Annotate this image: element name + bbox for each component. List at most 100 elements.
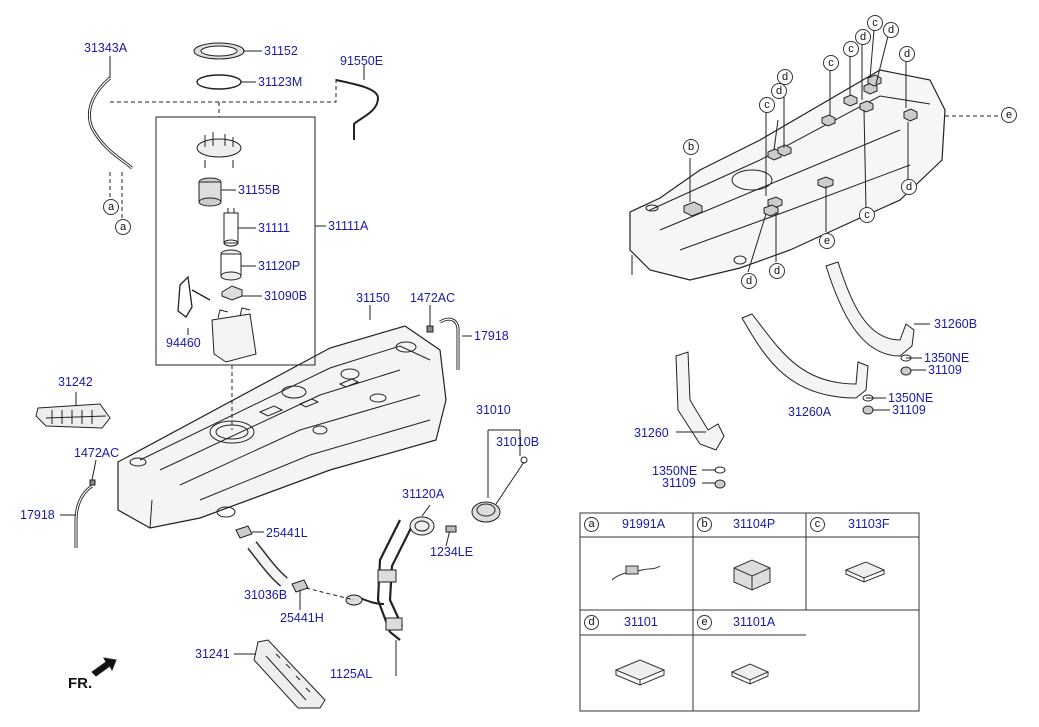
ref-d: d [899, 46, 915, 62]
label-1472AC-left[interactable]: 1472AC [74, 446, 120, 460]
label-94460[interactable]: 94460 [166, 336, 201, 350]
legend-part-91991A[interactable]: 91991A [622, 517, 666, 531]
ref-d: d [771, 83, 787, 99]
label-31155B[interactable]: 31155B [238, 183, 281, 197]
filler-neck-31120A[interactable] [345, 516, 435, 641]
ref-c: c [859, 207, 875, 223]
nut-31109-c[interactable] [714, 479, 726, 489]
strainer-31120P[interactable] [220, 249, 242, 281]
label-31090B[interactable]: 31090B [264, 289, 308, 303]
label-17918-top[interactable]: 17918 [474, 329, 509, 343]
label-1350NE-c[interactable]: 1350NE [652, 464, 698, 478]
reservoir[interactable] [211, 307, 257, 363]
ref-c: c [823, 55, 839, 71]
label-91550E[interactable]: 91550E [340, 54, 384, 68]
bolt-1234LE[interactable] [445, 525, 457, 533]
harness-91550E[interactable] [335, 79, 380, 140]
front-direction-label: FR. [68, 675, 93, 692]
label-31242[interactable]: 31242 [58, 375, 93, 389]
nut-31109-a[interactable] [900, 366, 912, 376]
right-fuel-tank[interactable] [629, 69, 946, 281]
ref-c: c [759, 97, 775, 113]
label-31120P[interactable]: 31120P [258, 259, 301, 273]
hose-31036B[interactable] [247, 541, 288, 587]
label-31150[interactable]: 31150 [356, 291, 390, 305]
nut-31109-b[interactable] [862, 405, 874, 415]
label-1472AC-top[interactable]: 1472AC [410, 291, 456, 305]
legend-key-b: b [697, 517, 712, 532]
legend-key-a: a [584, 517, 599, 532]
ref-e: e [819, 233, 835, 249]
ref-a: a [103, 199, 119, 215]
pump-top-plate[interactable] [196, 132, 242, 168]
strap-31260A[interactable] [741, 313, 869, 399]
label-31109-b[interactable]: 31109 [892, 403, 926, 417]
label-31343A[interactable]: 31343A [84, 41, 128, 55]
flange-31152[interactable] [193, 42, 245, 60]
sender-arm-94460[interactable] [177, 275, 211, 318]
ref-b: b [683, 139, 699, 155]
front-arrow-icon [91, 657, 117, 677]
label-31036B[interactable]: 31036B [244, 588, 288, 602]
ref-c: c [867, 15, 883, 31]
hose-17918-top[interactable] [439, 317, 460, 370]
label-31260[interactable]: 31260 [634, 426, 669, 440]
legend-part-31104P[interactable]: 31104P [733, 517, 776, 531]
label-31109-c[interactable]: 31109 [662, 476, 696, 490]
filter-31155B[interactable] [198, 177, 222, 207]
label-31260A[interactable]: 31260A [788, 405, 832, 419]
gauge-31090B[interactable] [221, 285, 243, 301]
label-31111[interactable]: 31111 [258, 221, 290, 235]
washer-1350NE-c[interactable] [714, 466, 726, 474]
ref-c: c [843, 41, 859, 57]
ref-a: a [115, 219, 131, 235]
washer-1350NE-a[interactable] [900, 354, 912, 362]
strap-31260[interactable] [675, 351, 725, 451]
label-31111A[interactable]: 31111A [328, 219, 369, 233]
ref-d: d [777, 69, 793, 85]
legend-part-31101[interactable]: 31101 [624, 615, 658, 629]
right-tank-pads [683, 74, 918, 217]
strap-31260B[interactable] [825, 261, 915, 357]
label-1350NE-b[interactable]: 1350NE [888, 391, 934, 405]
module-box-outline [155, 116, 316, 366]
skid-31242[interactable] [35, 403, 111, 429]
label-1234LE[interactable]: 1234LE [430, 545, 474, 559]
clamp-25441L[interactable] [235, 525, 253, 539]
ref-d: d [855, 29, 871, 45]
pump-31111[interactable] [223, 208, 239, 247]
label-31010B[interactable]: 31010B [496, 435, 540, 449]
legend-table [579, 512, 920, 712]
label-31123M[interactable]: 31123M [258, 75, 303, 89]
legend-key-d: d [584, 615, 599, 630]
ref-d: d [901, 179, 917, 195]
label-31109-a[interactable]: 31109 [928, 363, 962, 377]
label-17918-left[interactable]: 17918 [20, 508, 55, 522]
fuel-tank[interactable] [117, 325, 447, 529]
label-25441L[interactable]: 25441L [266, 526, 308, 540]
hose-17918-left[interactable] [74, 484, 93, 548]
label-31241[interactable]: 31241 [195, 647, 230, 661]
cap-31010[interactable] [471, 456, 528, 523]
label-31152[interactable]: 31152 [264, 44, 298, 58]
clip-1472AC-left[interactable] [89, 479, 96, 486]
label-31260B[interactable]: 31260B [934, 317, 978, 331]
label-1350NE-a[interactable]: 1350NE [924, 351, 970, 365]
skid-31241[interactable] [253, 639, 326, 709]
label-31010[interactable]: 31010 [476, 403, 511, 417]
label-31120A[interactable]: 31120A [402, 487, 445, 501]
legend-key-c: c [810, 517, 825, 532]
label-1125AL[interactable]: 1125AL [330, 667, 373, 681]
oring-31123M[interactable] [196, 74, 242, 90]
vent-tube-31343A[interactable] [87, 76, 133, 170]
clip-1472AC-top[interactable] [426, 325, 434, 333]
washer-1350NE-b[interactable] [862, 394, 874, 402]
legend-part-31103F[interactable]: 31103F [848, 517, 890, 531]
ref-d: d [883, 22, 899, 38]
legend-part-31101A[interactable]: 31101A [733, 615, 776, 629]
ref-e: e [1001, 107, 1017, 123]
label-25441H[interactable]: 25441H [280, 611, 324, 625]
ref-d: d [741, 273, 757, 289]
